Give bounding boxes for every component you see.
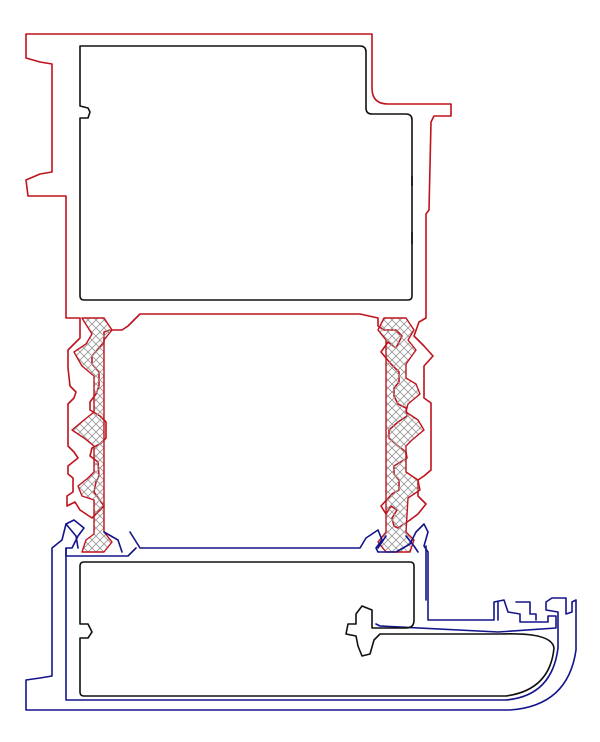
thermal-break-right xyxy=(377,317,425,553)
lower-seat-accent-right xyxy=(377,535,419,553)
lower-profile-channel xyxy=(129,523,557,633)
thermal-break-right-strip xyxy=(377,317,425,553)
lower-profile-outer-contour xyxy=(25,519,577,711)
lower-profile xyxy=(25,519,577,711)
lower-profile-glazing-step xyxy=(497,601,537,621)
upper-profile-main-chamber xyxy=(79,45,413,301)
lower-profile-rebate xyxy=(65,545,427,601)
lower-profile-main-chamber xyxy=(79,561,555,697)
lower-seat-accent-left xyxy=(65,523,123,553)
lower-profile-seat-accents xyxy=(65,523,419,553)
